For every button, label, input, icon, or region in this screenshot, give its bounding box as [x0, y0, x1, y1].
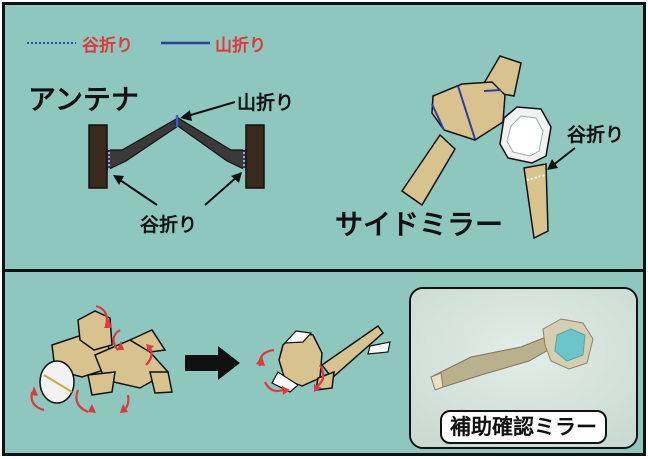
rotation-arrow-9: [315, 364, 325, 388]
arrowhead-mirror-valley: [547, 159, 558, 170]
assist-mirror-photo-panel: 補助確認ミラー: [409, 287, 638, 449]
mirror-face-shine: [506, 115, 544, 157]
step2-lower-panel: [271, 371, 299, 393]
side-mirror-title: サイドミラー: [335, 208, 504, 241]
arrowhead-mountain-fold: [180, 110, 192, 121]
step1-panel-e: [149, 371, 173, 394]
photo-mirror-tip: [430, 372, 444, 391]
rotation-arrow-2: [112, 329, 121, 351]
arrow-mountain-fold: [183, 101, 236, 118]
arrow-valley-left: [116, 177, 158, 206]
step1-panel-b: [77, 310, 113, 351]
rotation-arrow-3: [75, 389, 89, 414]
mirror-valley-fold: [526, 174, 546, 181]
arrow-valley-right: [204, 175, 239, 206]
assist-mirror-label: 補助確認ミラー: [411, 410, 636, 444]
legend-valley-fold: 谷折り: [82, 36, 133, 56]
step1-arrowheads: [31, 318, 154, 413]
step1-panel-f: [87, 371, 116, 396]
mirror-fold-line-2: [431, 103, 445, 131]
rotation-arrow-8: [264, 381, 284, 393]
photo-mirror-glass: [554, 328, 586, 362]
antenna-mountain-fold-label: 山折り: [237, 92, 295, 114]
step-arrow: [185, 346, 240, 380]
step2-arrowheads: [256, 356, 322, 395]
arrow-mirror-valley: [551, 147, 576, 167]
mirror-arm-left: [400, 133, 456, 207]
mirror-fold-line-1: [457, 85, 476, 140]
antenna-title: アンテナ: [28, 83, 139, 116]
arrowhead-valley-right: [231, 172, 242, 183]
mirror-arm-right: [523, 163, 549, 240]
antenna-valley-fold-label: 谷折り: [140, 214, 198, 236]
mirror-valley-fold-label: 谷折り: [567, 124, 625, 146]
step1-panel-d: [128, 329, 167, 353]
legend-mountain-fold: 山折り: [215, 36, 266, 56]
arrowhead-valley-left: [113, 175, 124, 185]
mirror-fold-line-3: [483, 89, 502, 92]
step2-white-tab-top: [283, 330, 313, 344]
assist-mirror-title: 補助確認ミラー: [440, 410, 607, 444]
antenna-arm-right: [174, 117, 247, 171]
section-divider: [5, 269, 643, 272]
step1-fold-line: [43, 374, 73, 393]
step2-white-tab-right: [367, 341, 391, 355]
